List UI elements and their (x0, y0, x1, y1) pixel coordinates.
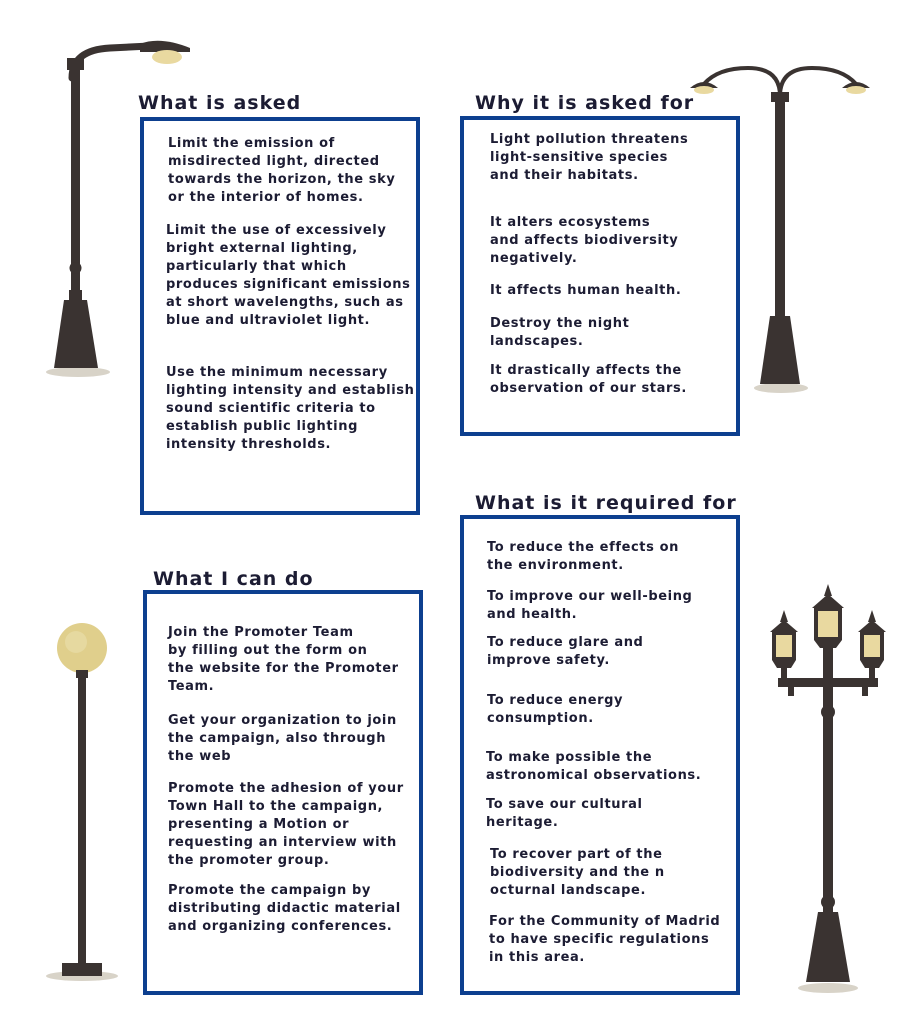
required-item-7: To recover part of the biodiversity and … (490, 847, 665, 898)
asked-item-2: Limit the use of excessively bright exte… (166, 223, 411, 328)
asked-item-1: Limit the emission of misdirected light,… (168, 136, 396, 205)
what-is-asked-heading: What is asked (138, 92, 302, 114)
why-item-4: Destroy the night landscapes. (490, 316, 630, 349)
what-i-can-do-box (143, 590, 423, 995)
required-item-6: To save our cultural heritage. (486, 797, 643, 830)
why-item-1: Light pollution threatens light-sensitiv… (490, 132, 689, 183)
can-do-item-2: Get your organization to join the campai… (168, 713, 397, 764)
required-for-heading: What is it required for (475, 492, 737, 514)
why-item-3: It affects human health. (490, 283, 682, 298)
triple-lantern-lamp-icon (770, 584, 886, 993)
required-item-3: To reduce glare and improve safety. (487, 635, 644, 668)
why-asked-box (460, 116, 740, 436)
what-is-asked-box (140, 117, 420, 515)
can-do-item-4: Promote the campaign by distributing did… (168, 883, 401, 934)
street-lamp-icon (46, 40, 190, 377)
why-asked-heading: Why it is asked for (475, 92, 695, 114)
why-item-5: It drastically affects the observation o… (490, 363, 687, 396)
what-i-can-do-heading: What I can do (153, 568, 314, 590)
required-for-box (460, 515, 740, 995)
required-item-8: For the Community of Madrid to have spec… (489, 914, 721, 965)
can-do-item-1: Join the Promoter Team by filling out th… (168, 625, 399, 694)
required-item-5: To make possible the astronomical observ… (486, 750, 702, 783)
asked-item-3: Use the minimum necessary lighting inten… (166, 365, 415, 452)
why-item-2: It alters ecosystems and affects biodive… (490, 215, 679, 266)
required-item-1: To reduce the effects on the environment… (487, 540, 679, 573)
required-item-2: To improve our well-being and health. (487, 589, 693, 622)
required-item-4: To reduce energy consumption. (487, 693, 624, 726)
double-street-lamp-icon (690, 65, 870, 393)
globe-lamp-icon (46, 623, 118, 981)
can-do-item-3: Promote the adhesion of your Town Hall t… (168, 781, 404, 868)
